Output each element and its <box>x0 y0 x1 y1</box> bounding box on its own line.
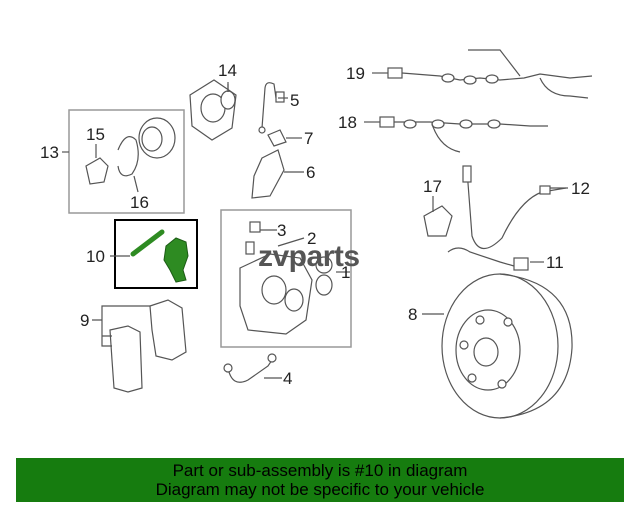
callout-1: 1 <box>341 263 350 282</box>
part-5-brake-line <box>258 82 285 134</box>
group-box-13 <box>68 109 185 214</box>
part-6-bracket <box>251 149 285 199</box>
banner-line-2: Diagram may not be specific to your vehi… <box>155 480 485 499</box>
part-11-wear-sensor <box>447 247 529 271</box>
part-9-brake-pads <box>109 299 187 393</box>
callout-5: 5 <box>290 91 299 110</box>
part-1-caliper <box>239 221 333 335</box>
callout-9: 9 <box>80 311 89 330</box>
part-18-sensor-harness <box>379 116 548 153</box>
callout-10: 10 <box>86 247 105 266</box>
part-17-sensor <box>423 205 453 237</box>
part-16-snap-ring <box>117 136 139 177</box>
part-13-bearing-group <box>85 117 176 185</box>
callout-18: 18 <box>338 113 357 132</box>
callout-14: 14 <box>218 61 237 80</box>
callout-17: 17 <box>423 177 442 196</box>
callout-11: 11 <box>546 253 564 272</box>
part-8-brake-rotor <box>441 273 573 419</box>
callout-3: 3 <box>277 221 286 240</box>
part-4-brake-hose <box>223 353 277 383</box>
callout-8: 8 <box>408 305 417 324</box>
callout-2: 2 <box>307 229 316 248</box>
callout-12: 12 <box>571 179 590 198</box>
part-14-wheel-hub <box>189 79 237 141</box>
callout-4: 4 <box>283 369 292 388</box>
callout-19: 19 <box>346 64 365 83</box>
callout-7: 7 <box>304 129 313 148</box>
leader-lines <box>62 72 568 379</box>
part-10-pad-hardware <box>130 229 189 283</box>
callout-16: 16 <box>130 193 149 212</box>
part-7-clip <box>267 129 287 147</box>
group-box-1 <box>220 209 352 348</box>
callout-13: 13 <box>40 143 59 162</box>
highlight-box-10 <box>114 219 198 289</box>
part-12-hose <box>466 169 567 250</box>
part-19-sensor-harness <box>387 49 593 99</box>
callout-6: 6 <box>306 163 315 182</box>
banner-line-1: Part or sub-assembly is #10 in diagram <box>172 461 468 480</box>
info-banner: Part or sub-assembly is #10 in diagram D… <box>16 458 624 502</box>
part-15-nut <box>85 157 109 185</box>
watermark-logo: zvparts <box>258 240 360 273</box>
part-12-fitting <box>462 165 472 183</box>
callout-15: 15 <box>86 125 105 144</box>
